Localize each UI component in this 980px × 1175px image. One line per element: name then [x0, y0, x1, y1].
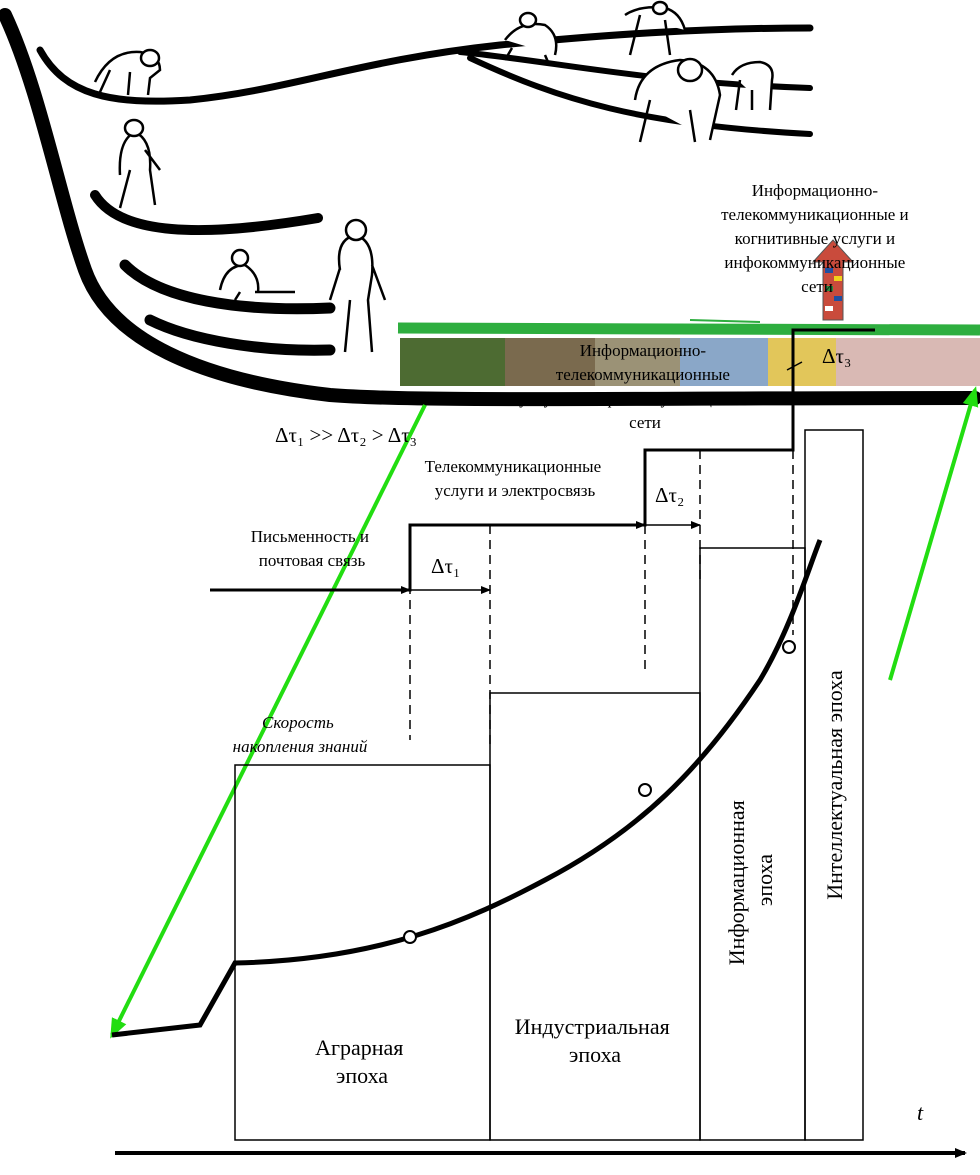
era-information-label: Информационная эпоха: [724, 795, 777, 966]
primate-figure-icon: [328, 218, 387, 353]
connector-arrow-right: [888, 386, 979, 681]
writing-label: Письменность и почтовая связь: [251, 527, 373, 570]
tau1-label: Δτ₁: [431, 554, 460, 578]
delay-markers: [409, 450, 794, 748]
photo-strip: [400, 338, 980, 386]
tau2-label: Δτ₂: [655, 483, 684, 507]
curve-points: [403, 640, 796, 944]
primate-figure-icon: [624, 0, 687, 56]
era-intellectual-label: Интеллектуальная эпоха: [822, 670, 847, 900]
era-box-industrial: [489, 692, 701, 1141]
era-agrarian-label: Аграрная эпоха: [315, 1035, 409, 1088]
era-box-intellectual: [804, 429, 864, 1141]
cognitive-label: Информационно- телекоммуникационные и ко…: [721, 181, 913, 296]
tau3-label: Δτ₃: [822, 344, 851, 368]
primate-figure-icon: [118, 118, 161, 209]
primate-figure-icon: [93, 48, 162, 96]
photo-tile: [400, 338, 505, 386]
connector-arrow-left: [110, 404, 427, 1039]
knowledge-curve: [111, 539, 823, 1038]
telecom-label: Телекоммуникационные услуги и электросвя…: [425, 457, 606, 500]
photo-tile: [680, 338, 768, 386]
curve-point: [403, 930, 417, 944]
photo-tile: [505, 338, 595, 386]
evolution-tree: [0, 8, 980, 407]
photo-tile: [836, 338, 980, 386]
era-boxes: [234, 429, 864, 1141]
curve-point: [638, 783, 652, 797]
info-telecom-label: Информационно- телекоммуникационные услу…: [519, 341, 771, 432]
era-industrial-label: Индустриальная эпоха: [515, 1014, 675, 1067]
primate-figure-icon: [218, 248, 295, 301]
curve-point: [782, 640, 796, 654]
knowledge-rate-label: Скорость накопления знаний: [233, 713, 368, 756]
tau-relation-label: Δτ₁ >> Δτ₂ > Δτ₃: [275, 423, 417, 447]
primate-figure-icon: [730, 60, 774, 111]
band-arrow-icon: [689, 319, 761, 323]
timeline-band: [397, 322, 980, 336]
primate-figure-icon: [503, 11, 558, 63]
primate-figure-icon: [633, 57, 722, 143]
era-box-information: [699, 547, 806, 1141]
flag-arrow-icon: [811, 239, 855, 321]
t-axis-label: t: [917, 1100, 924, 1125]
photo-tile: [595, 338, 680, 386]
delay-arrows: [401, 361, 803, 594]
